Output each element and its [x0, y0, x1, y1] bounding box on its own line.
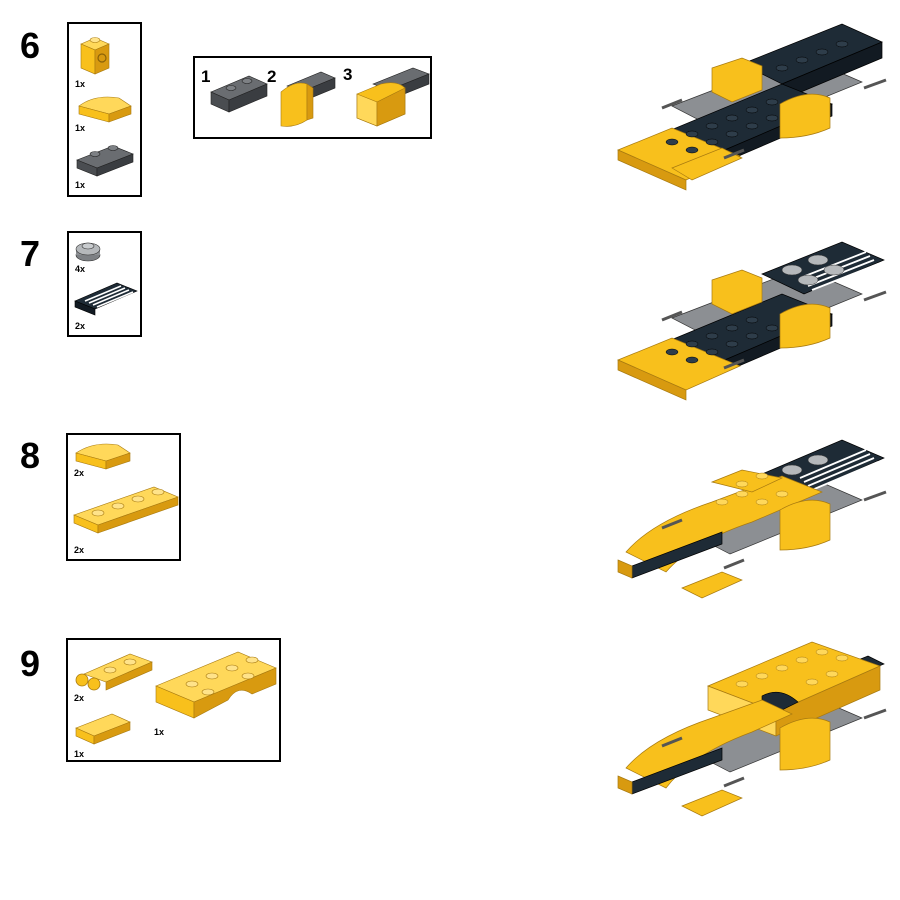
dark-gray-plate-1x2-icon: [210, 75, 268, 113]
yellow-clip-on-plate-icon: [280, 71, 336, 127]
dark-gray-plate-1x2-icon: [76, 145, 134, 177]
yellow-clip-brick-icon: [80, 37, 110, 75]
model-step-6: [617, 23, 887, 191]
step-number: 9: [20, 643, 41, 684]
sub-assembly-step-6: 1 2 3: [193, 56, 432, 139]
part-quantity: 1x: [154, 727, 165, 737]
model-step-9: [617, 641, 887, 817]
part-quantity: 1x: [75, 79, 86, 89]
yellow-plate-with-clips-icon: [75, 653, 153, 691]
step-number: 8: [20, 435, 41, 476]
substep-number: 2: [267, 67, 277, 86]
yellow-curved-slope-icon: [78, 96, 132, 123]
model-step-7: [617, 241, 887, 401]
substep-number: 1: [201, 67, 211, 86]
step-number: 6: [20, 25, 41, 66]
part-quantity: 2x: [75, 321, 86, 331]
yellow-tile-1x2-icon: [75, 713, 131, 745]
part-quantity: 1x: [74, 749, 85, 759]
parts-list-step-7: 4x 2x: [67, 231, 142, 337]
part-quantity: 2x: [74, 468, 85, 478]
substep-number: 3: [343, 65, 353, 84]
part-quantity: 4x: [75, 264, 86, 274]
grille-tile-icon: [74, 282, 138, 316]
part-quantity: 2x: [74, 545, 85, 555]
yellow-slope-assembly-icon: [356, 67, 430, 127]
parts-list-step-8: 2x 2x: [66, 433, 181, 561]
part-quantity: 1x: [75, 180, 86, 190]
part-quantity: 2x: [74, 693, 85, 703]
gray-round-plate-icon: [75, 242, 101, 262]
yellow-mudguard-plate-icon: [155, 651, 277, 719]
yellow-plate-1x4-icon: [73, 486, 179, 534]
step-number: 7: [20, 233, 41, 274]
yellow-curved-slope-icon: [75, 443, 131, 470]
parts-list-step-9: 2x 1x 1x: [66, 638, 281, 762]
parts-list-step-6: 1x 1x 1x: [67, 22, 142, 197]
part-quantity: 1x: [75, 123, 86, 133]
model-step-8: [617, 439, 887, 599]
